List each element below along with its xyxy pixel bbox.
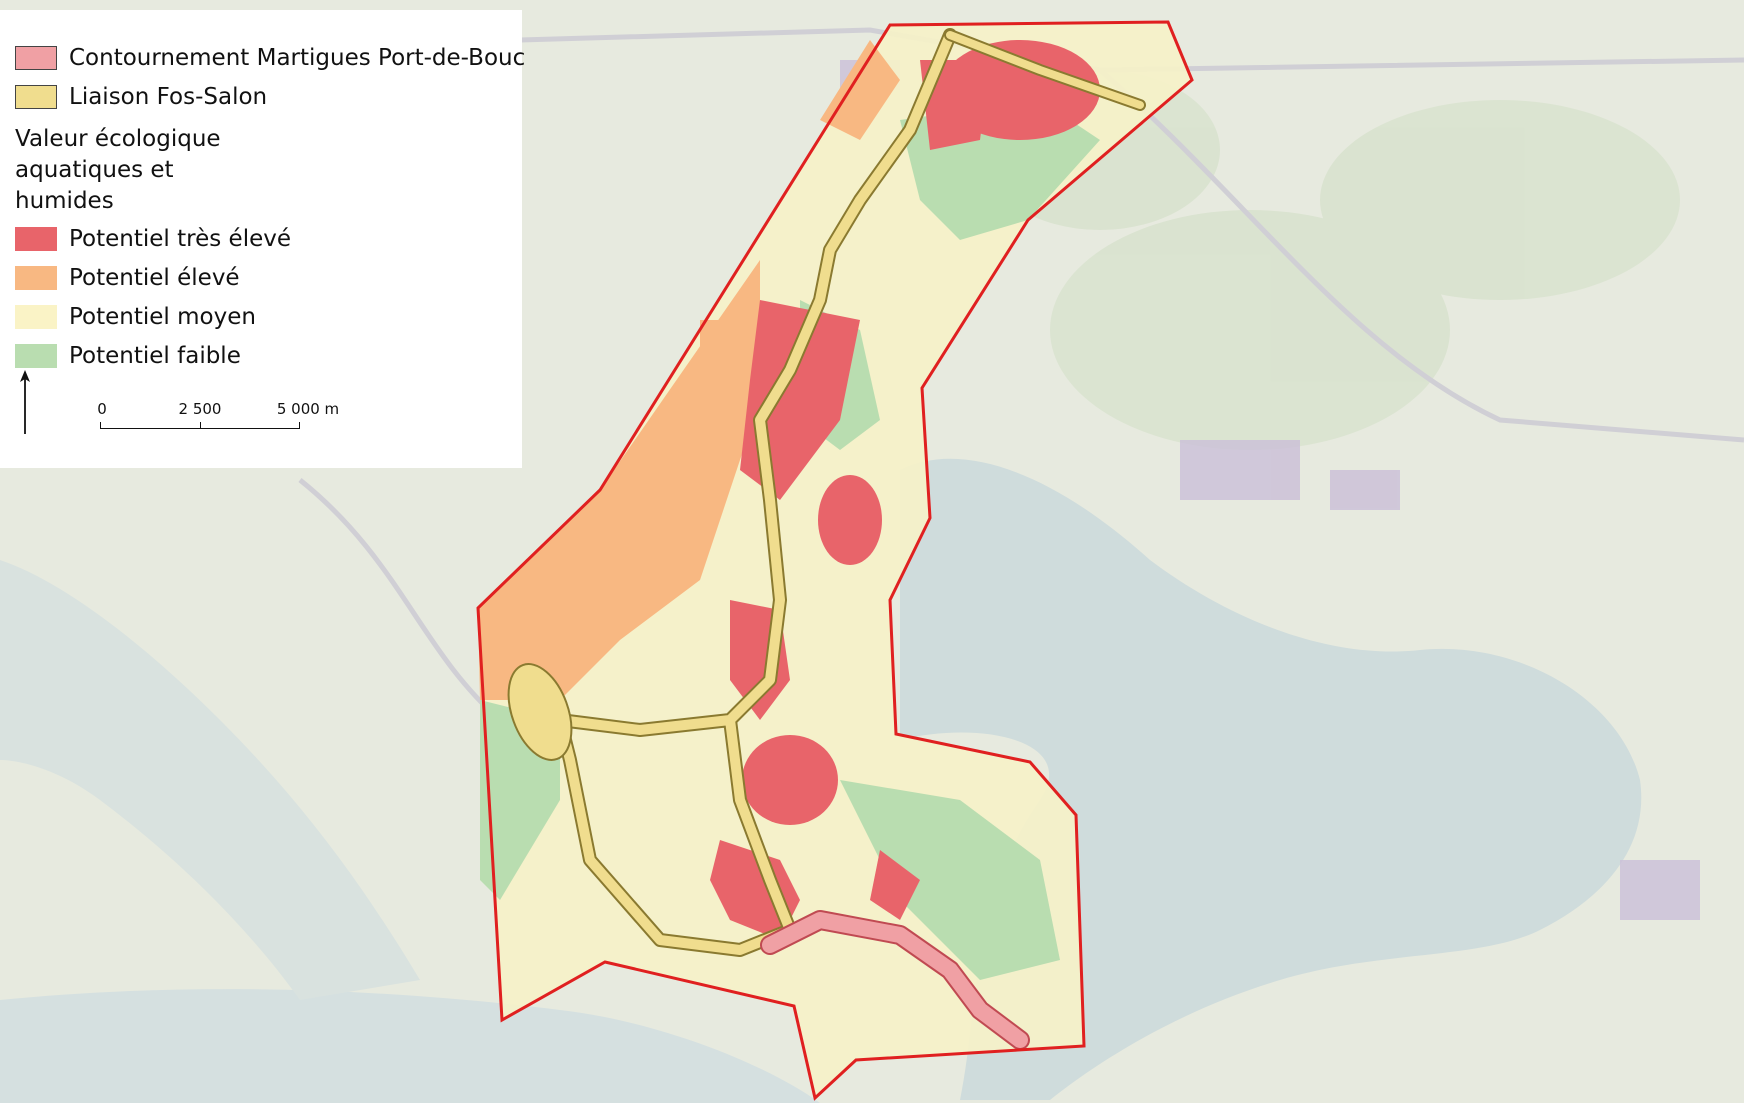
liaison-fos-salon-corridor — [553, 28, 1146, 957]
liaison-fos-salon-node — [507, 663, 573, 761]
legend-swatch-liaison — [15, 84, 57, 109]
study-area-outline — [476, 20, 1194, 1101]
scale-bar: 0 2 500 5 000 m — [97, 400, 339, 440]
north-arrow-icon — [20, 370, 30, 434]
study-area-fill-moyen — [478, 22, 1192, 1098]
legend-class-eleve: Potentiel élevé — [15, 258, 522, 297]
legend-swatch-eleve — [15, 265, 57, 290]
contournement-martigues-corridor-inner — [762, 912, 1028, 1048]
legend-label-moyen: Potentiel moyen — [69, 303, 256, 330]
legend-swatch-faible — [15, 343, 57, 368]
scale-label-0: 0 — [97, 400, 107, 418]
legend-swatch-tres-eleve — [15, 226, 57, 251]
scale-label-5000: 5 000 m — [276, 400, 340, 418]
legend-label-contournement: Contournement Martigues Port-de-Bouc — [69, 44, 526, 71]
map-legend: Contournement Martigues Port-de-Bouc Lia… — [0, 10, 526, 468]
legend-item-contournement: Contournement Martigues Port-de-Bouc — [15, 38, 526, 77]
water-etang-de-berre — [900, 458, 1642, 1100]
legend-section-title: Valeur écologique aquatiques et humides — [15, 126, 221, 214]
legend-class-tres-eleve: Potentiel très élevé — [15, 219, 522, 258]
legend-label-faible: Potentiel faible — [69, 342, 241, 369]
scale-tick-0 — [100, 422, 101, 429]
eco-potentiel-tres-eleve — [710, 40, 1100, 940]
legend-swatch-moyen — [15, 304, 57, 329]
scale-label-2500: 2 500 — [178, 400, 222, 418]
scale-tick-end — [299, 422, 300, 429]
legend-label-liaison: Liaison Fos-Salon — [69, 83, 268, 110]
legend-class-faible: Potentiel faible — [15, 336, 522, 375]
legend-class-moyen: Potentiel moyen — [15, 297, 522, 336]
legend-label-eleve: Potentiel élevé — [69, 264, 240, 291]
legend-label-tres-eleve: Potentiel très élevé — [69, 225, 291, 252]
eco-potentiel-eleve — [478, 40, 900, 700]
legend-item-liaison: Liaison Fos-Salon — [15, 77, 522, 116]
scale-tick-mid — [200, 422, 201, 429]
water-gulf — [0, 989, 820, 1103]
water-rhone-delta — [0, 560, 420, 1000]
legend-swatch-contournement — [15, 45, 57, 70]
